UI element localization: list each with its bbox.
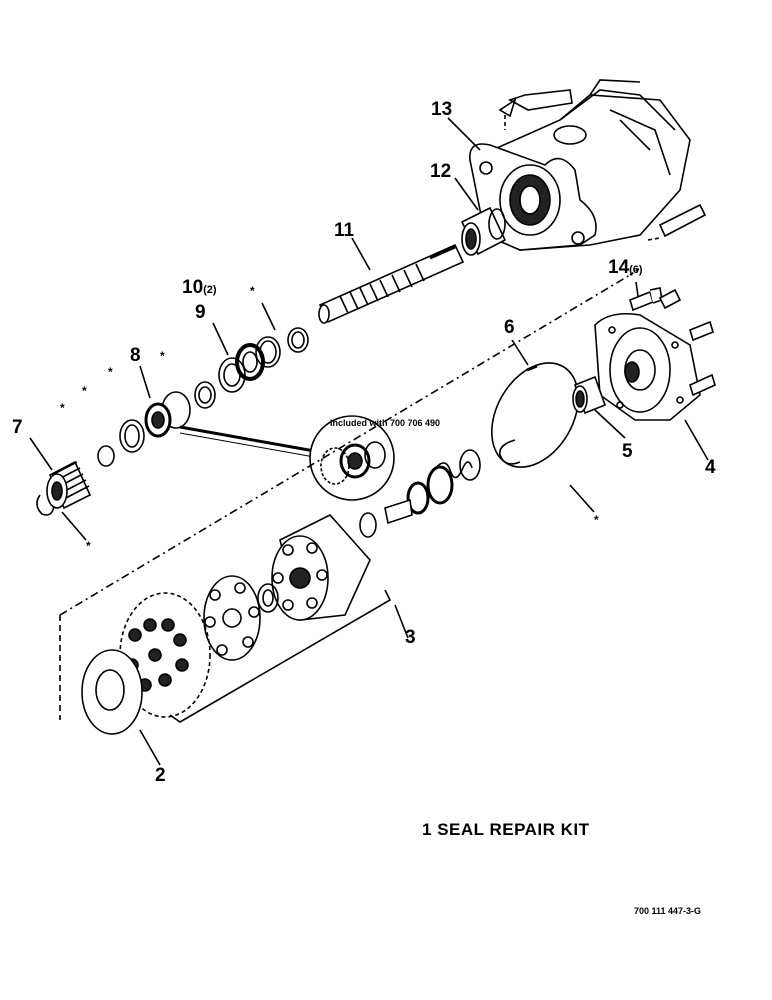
asterisk-marker: * (60, 401, 65, 415)
snap-ring-10a (287, 327, 309, 353)
figure-number: 700 111 447-3-G (634, 906, 702, 916)
seal-repair-kit-label: 1 SEAL REPAIR KIT (422, 820, 590, 840)
callout-11: 11 (334, 220, 355, 241)
pin-part-6 (526, 364, 538, 372)
bearing-part-12 (460, 206, 507, 256)
callout-7: 7 (12, 417, 23, 438)
asterisk-marker: * (82, 384, 87, 398)
asterisk-marker: * (160, 349, 165, 363)
callout-6: 6 (504, 317, 515, 338)
callout-2: 2 (155, 765, 166, 786)
callout-4: 4 (705, 457, 716, 478)
callout-10-number: 10 (182, 277, 204, 298)
ring-8a (194, 381, 216, 409)
washer-9b (218, 357, 246, 393)
cylinder-block (271, 514, 371, 621)
asterisk-marker: * (250, 284, 255, 298)
asterisk-marker: * (594, 513, 599, 527)
retainer-plate (203, 575, 261, 661)
callout-10-quantity: (2) (203, 284, 217, 296)
shaft-part-11 (318, 243, 465, 324)
callout-13: 13 (431, 99, 453, 120)
bearing-part-5 (572, 375, 607, 415)
thrust-bearing-9 (235, 343, 265, 381)
callout-12: 12 (430, 161, 452, 182)
end-cover-part-4 (594, 312, 701, 421)
spring-assembly (359, 449, 481, 538)
kit-label-text: SEAL REPAIR KIT (437, 820, 590, 839)
callout-14-quantity: (6) (629, 264, 643, 276)
housing-part-13 (469, 79, 707, 251)
callout-14: 14(6) (608, 258, 643, 277)
callout-9: 9 (195, 302, 206, 323)
callout-10: 10(2) (182, 278, 217, 297)
retaining-ring-7c (36, 494, 55, 516)
ring-7b (97, 445, 115, 467)
callout-5: 5 (622, 441, 633, 462)
retaining-ring-c (498, 439, 521, 465)
inset-detail-circle (309, 415, 395, 501)
seal-part-8 (144, 391, 191, 438)
callout-8: 8 (130, 345, 141, 366)
bolts-part-14 (629, 287, 716, 397)
asterisk-marker: * (108, 365, 113, 379)
pistons (119, 592, 211, 718)
callout-1: 1 (422, 820, 432, 839)
asterisk-marker: * (86, 539, 91, 553)
callout-14-number: 14 (608, 257, 630, 278)
swash-plate-part-2 (81, 649, 143, 735)
spherical-washer (257, 583, 279, 613)
callout-3: 3 (405, 627, 416, 648)
included-with-note: Included with 700 706 490 (330, 418, 441, 428)
snap-ring-7a (119, 419, 145, 453)
coupler-part-7 (46, 460, 92, 510)
